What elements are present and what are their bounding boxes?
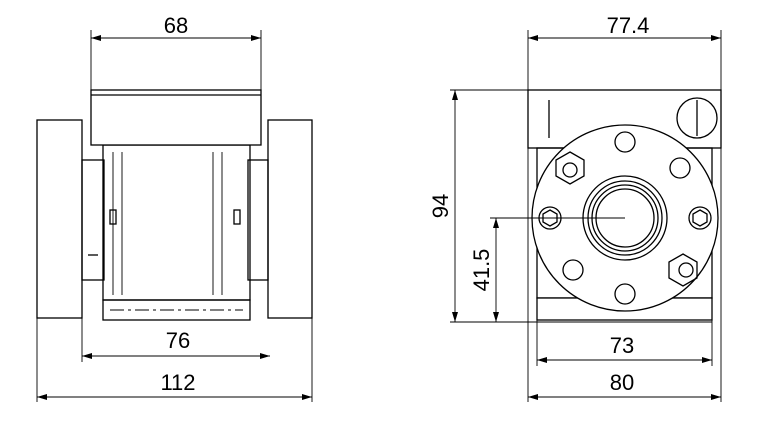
left-flange [36, 119, 83, 319]
top-block [90, 89, 262, 146]
base [102, 299, 251, 321]
dim-overall-width: 112 [160, 370, 195, 395]
dim-base-width: 73 [610, 333, 634, 358]
dim-center-height: 41.5 [469, 249, 494, 292]
dim-top-width: 77.4 [607, 13, 650, 38]
dim-body-width: 76 [166, 328, 190, 353]
body [102, 144, 251, 301]
right-connector [247, 159, 269, 281]
side-view: 77.4 94 41.5 73 80 [428, 13, 722, 402]
dim-overall-height: 94 [428, 194, 453, 218]
left-connector [81, 159, 105, 281]
dim-top-width: 68 [164, 13, 188, 38]
right-flange [267, 119, 313, 319]
dim-overall-width: 80 [610, 370, 634, 395]
front-view: 68 76 112 [36, 13, 313, 402]
